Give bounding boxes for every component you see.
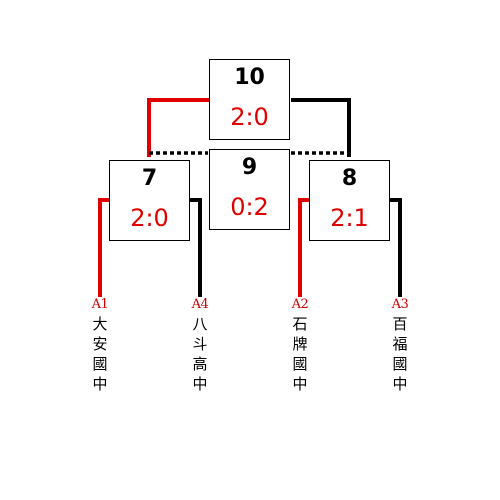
bracket-line-a2 xyxy=(298,198,310,297)
match-9-box: 9 0:2 xyxy=(209,149,290,230)
team-a4: A4 八斗高中 xyxy=(190,297,210,394)
bracket-line-a4 xyxy=(190,198,202,297)
match-9-score: 0:2 xyxy=(230,193,269,221)
team-name: 石牌國中 xyxy=(292,315,308,393)
bracket-line-a3 xyxy=(390,198,402,297)
match-8-box: 8 2:1 xyxy=(309,160,390,241)
team-name: 八斗高中 xyxy=(192,315,208,393)
match-9-number: 9 xyxy=(241,155,258,180)
team-seed: A4 xyxy=(191,297,209,312)
team-a1: A1 大安國中 xyxy=(90,297,110,394)
bracket-line-m7-to-m10 xyxy=(147,98,209,157)
match-7-number: 7 xyxy=(141,166,158,191)
team-a2: A2 石牌國中 xyxy=(290,297,310,394)
team-name: 大安國中 xyxy=(92,315,108,393)
match-10-score: 2:0 xyxy=(230,103,269,131)
bracket-line-m8-to-m10 xyxy=(291,98,351,157)
match-8-number: 8 xyxy=(341,166,358,191)
match-10-box: 10 2:0 xyxy=(209,59,290,140)
match-8-score: 2:1 xyxy=(330,204,369,232)
team-seed: A3 xyxy=(391,297,409,312)
team-seed: A1 xyxy=(91,297,109,312)
match-7-score: 2:0 xyxy=(130,204,169,232)
match-10-number: 10 xyxy=(234,65,265,90)
match-7-box: 7 2:0 xyxy=(109,160,190,241)
team-a3: A3 百福國中 xyxy=(390,297,410,394)
bracket-line-a1 xyxy=(98,198,110,297)
team-name: 百福國中 xyxy=(392,315,408,393)
team-seed: A2 xyxy=(291,297,309,312)
